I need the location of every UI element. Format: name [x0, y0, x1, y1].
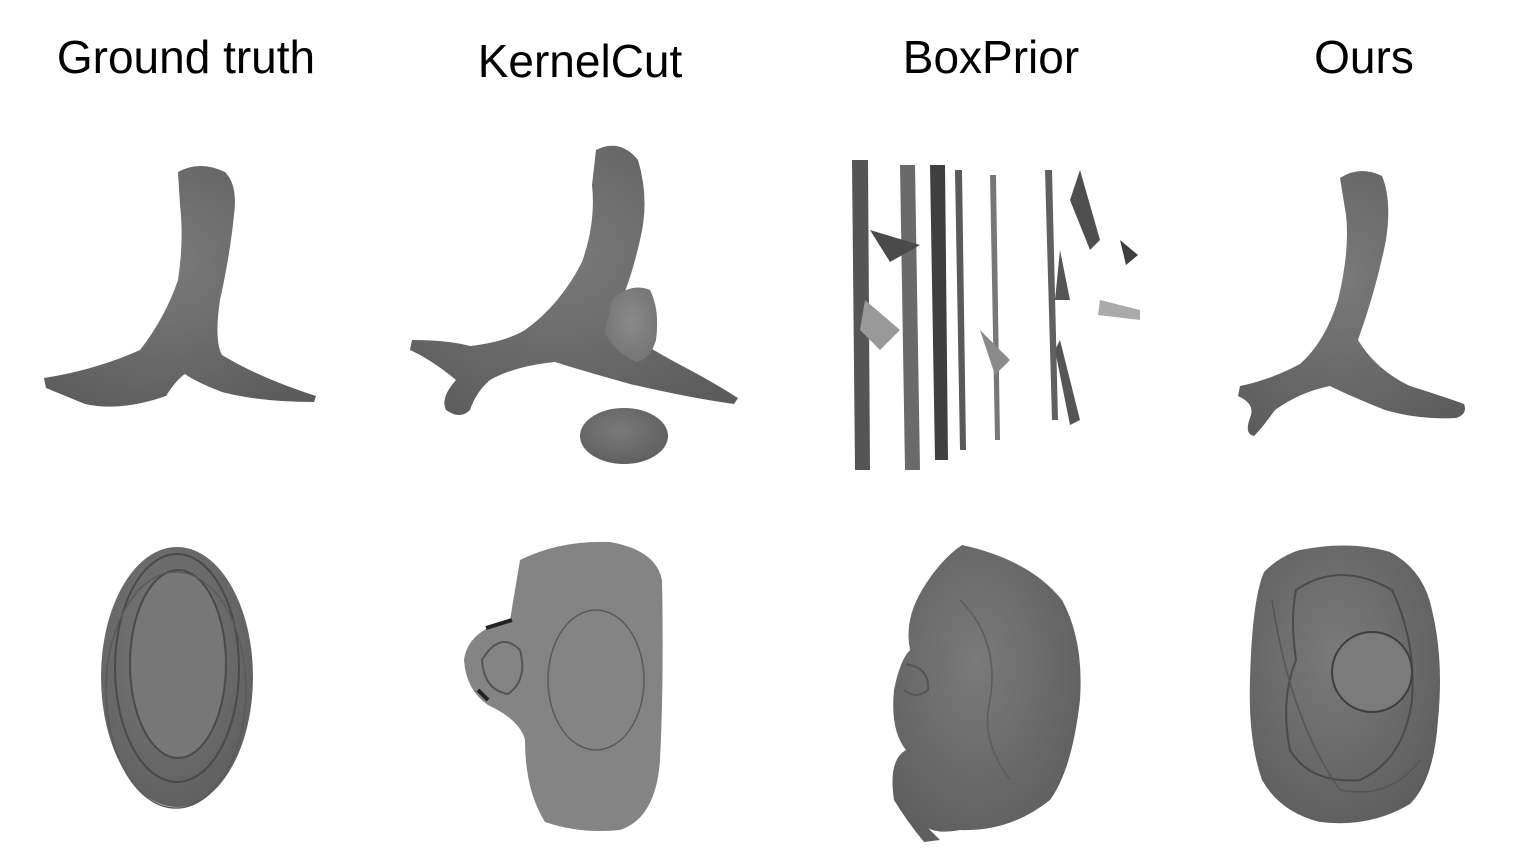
column-title-ground-truth: Ground truth — [56, 31, 316, 83]
column-title-ours: Ours — [1314, 31, 1414, 83]
organ-ours — [1249, 545, 1440, 824]
blob-kernelcut-bottom — [580, 408, 668, 464]
organ-kernelcut — [464, 541, 663, 831]
column-title-kernelcut: KernelCut — [477, 35, 683, 87]
vessel-kernelcut — [410, 145, 738, 415]
organ-ground-truth — [101, 547, 253, 809]
blob-kernelcut-side — [605, 287, 658, 362]
noise-boxprior — [852, 160, 1144, 470]
vessel-ours — [1238, 170, 1465, 437]
vessel-ground-truth — [44, 166, 316, 407]
column-title-boxprior: BoxPrior — [902, 31, 1080, 83]
organ-boxprior — [892, 545, 1081, 842]
